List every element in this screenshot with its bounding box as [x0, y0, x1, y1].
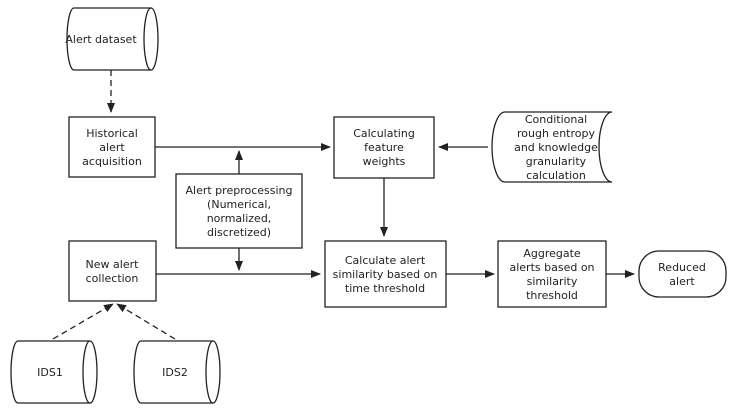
label-line: Reduced	[658, 261, 706, 274]
edges	[52, 70, 635, 340]
label-line: granularity	[526, 155, 587, 168]
label-line: Calculate alert	[345, 254, 426, 267]
label-line: Conditional	[525, 113, 587, 126]
label-line: weights	[363, 155, 406, 168]
label-line: Aggregate	[523, 247, 581, 260]
label-line: Historical	[86, 127, 138, 140]
edge-ids1-to-new-alert	[52, 303, 114, 340]
ids1-node: IDS1	[10, 340, 98, 404]
label-line: Alert dataset	[65, 33, 137, 46]
label-line: IDS2	[162, 366, 188, 379]
label-line: time threshold	[345, 282, 425, 295]
alert-dataset-node: Alert dataset	[65, 7, 159, 71]
label-line: similarity based on	[333, 268, 438, 281]
label-line: collection	[86, 272, 139, 285]
alert-preprocessing-node: Alert preprocessing(Numerical,normalized…	[175, 173, 303, 249]
label-line: alert	[99, 141, 125, 154]
label-line: Calculating	[353, 127, 415, 140]
label-line: IDS1	[37, 366, 63, 379]
alert-preprocessing-label: Alert preprocessing(Numerical,normalized…	[186, 184, 293, 239]
edge-ids2-to-new-alert	[116, 303, 176, 340]
ids2-node: IDS2	[133, 340, 221, 404]
label-line: (Numerical,	[207, 198, 271, 211]
label-line: discretized)	[207, 226, 271, 239]
label-line: Alert preprocessing	[186, 184, 293, 197]
label-line: New alert	[86, 258, 140, 271]
label-line: alerts based on	[509, 261, 594, 274]
label-line: feature	[364, 141, 404, 154]
label-line: threshold	[526, 289, 578, 302]
label-line: normalized,	[207, 212, 272, 225]
label-line: calculation	[526, 169, 586, 182]
label-line: acquisition	[82, 155, 142, 168]
label-line: and knowledge	[514, 141, 598, 154]
label-line: similarity	[527, 275, 578, 288]
label-line: alert	[669, 275, 695, 288]
label-line: rough entropy	[517, 127, 595, 140]
ids1-label: IDS1	[37, 366, 63, 379]
ids2-label: IDS2	[162, 366, 188, 379]
alert-dataset-label: Alert dataset	[65, 33, 137, 46]
